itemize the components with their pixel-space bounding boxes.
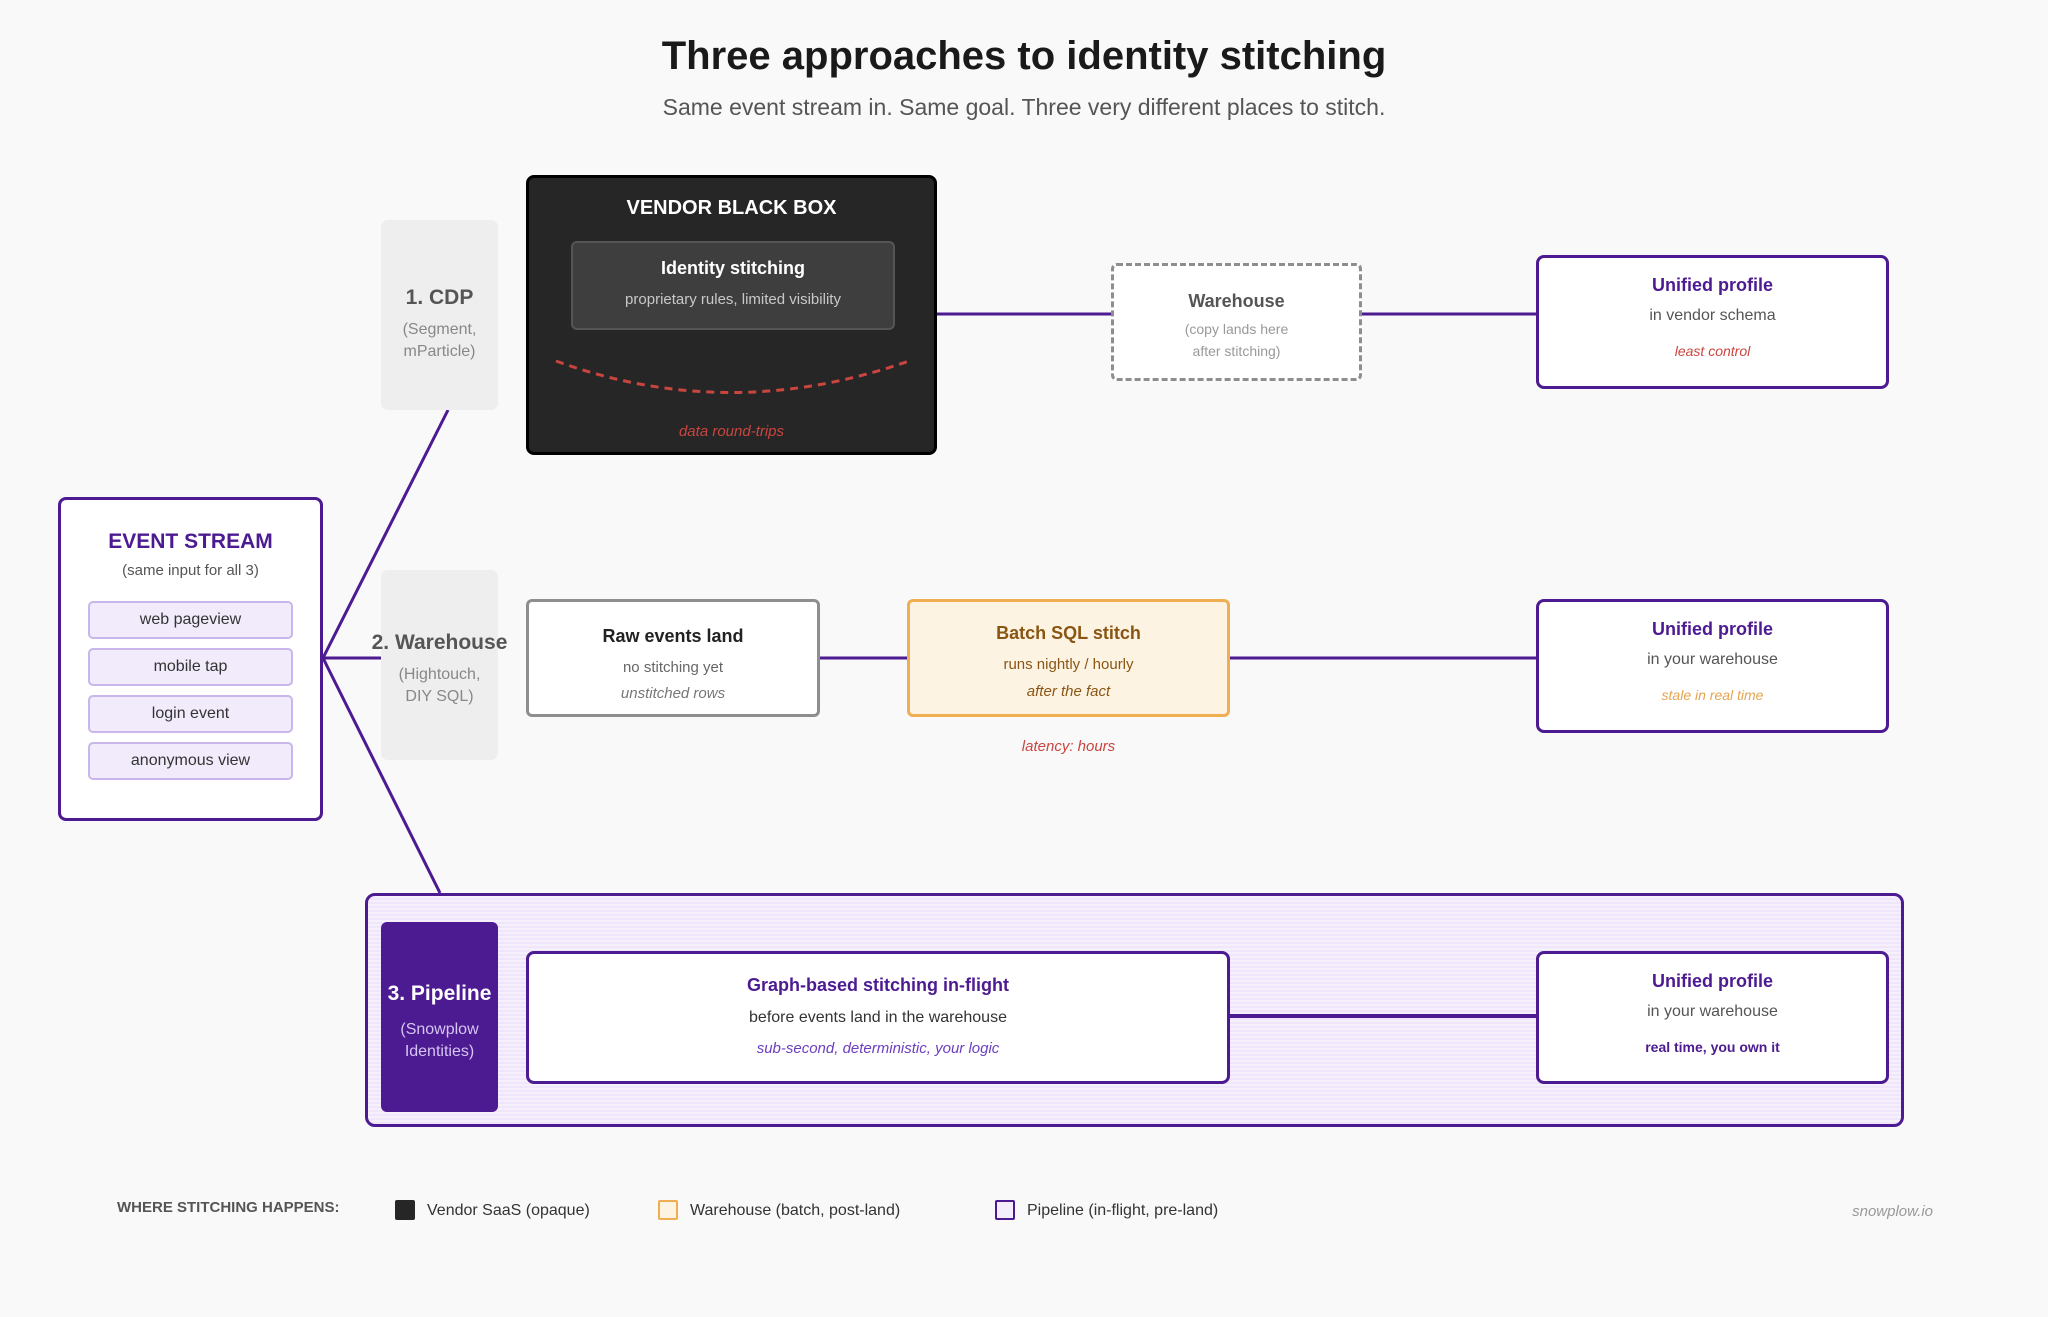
approach-warehouse-label: 2. Warehouse: [371, 631, 508, 654]
warehouse-copy-title: Warehouse: [1188, 291, 1285, 311]
graph-stitching-title: Graph-based stitching in-flight: [747, 975, 1009, 995]
vendor-identity-stitching: Identity stitching proprietary rules, li…: [571, 241, 895, 330]
round-trip-curve: [555, 359, 910, 394]
approach-pipeline-tag: 3. Pipeline (Snowplow Identities): [381, 922, 498, 1112]
legend-label: WHERE STITCHING HAPPENS:: [117, 1199, 340, 1216]
legend-item-vendor: Vendor SaaS (opaque): [427, 1202, 590, 1219]
latency-note: latency: hours: [1021, 738, 1116, 755]
approach-pipeline-label: 3. Pipeline: [387, 982, 492, 1005]
approach-pipeline-examples: (Snowplow Identities): [400, 1021, 479, 1060]
approach-cdp-tag: 1. CDP (Segment, mParticle): [381, 220, 498, 410]
vendor-box-title: VENDOR BLACK BOX: [626, 197, 837, 219]
profile-subtitle: in vendor schema: [1649, 307, 1776, 324]
profile-note: stale in real time: [1661, 687, 1764, 703]
event-stream-panel: EVENT STREAM (same input for all 3) web …: [58, 497, 323, 821]
profile-cdp: Unified profile in vendor schema least c…: [1536, 255, 1889, 389]
legend-swatch-pipeline: [995, 1200, 1015, 1220]
legend-swatch-warehouse: [658, 1200, 678, 1220]
profile-note: real time, you own it: [1645, 1039, 1780, 1055]
raw-events-note: unstitched rows: [620, 685, 726, 702]
raw-events-box: Raw events land no stitching yet unstitc…: [526, 599, 820, 717]
raw-events-title: Raw events land: [602, 626, 744, 646]
profile-pipeline: Unified profile in your warehouse real t…: [1536, 951, 1889, 1084]
event-stream-subtitle: (same input for all 3): [122, 562, 259, 579]
profile-subtitle: in your warehouse: [1647, 651, 1778, 668]
vendor-inner-title: Identity stitching: [661, 258, 805, 278]
profile-title: Unified profile: [1652, 971, 1773, 991]
event-chip: login event: [88, 695, 293, 733]
legend-item-pipeline: Pipeline (in-flight, pre-land): [1027, 1202, 1219, 1219]
legend-item-warehouse: Warehouse (batch, post-land): [690, 1202, 901, 1219]
profile-subtitle: in your warehouse: [1647, 1003, 1778, 1020]
event-chip: mobile tap: [88, 648, 293, 686]
round-trip-note: data round-trips: [678, 423, 785, 440]
connector-stream-to-cdp: [321, 409, 450, 659]
legend-swatch-vendor: [395, 1200, 415, 1220]
graph-stitching-box: Graph-based stitching in-flight before e…: [526, 951, 1230, 1084]
profile-title: Unified profile: [1652, 619, 1773, 639]
warehouse-copy-subtitle: (copy lands here after stitching): [1184, 321, 1289, 359]
page-subtitle: Same event stream in. Same goal. Three v…: [662, 94, 1386, 120]
profile-title: Unified profile: [1652, 275, 1773, 295]
approach-cdp-examples: (Segment, mParticle): [402, 321, 477, 360]
event-chip: web pageview: [88, 601, 293, 639]
batch-sql-box: Batch SQL stitch runs nightly / hourly a…: [907, 599, 1230, 717]
approach-warehouse-tag: 2. Warehouse (Hightouch, DIY SQL): [372, 570, 507, 760]
raw-events-subtitle: no stitching yet: [622, 659, 724, 676]
vendor-inner-subtitle: proprietary rules, limited visibility: [625, 291, 841, 308]
profile-warehouse: Unified profile in your warehouse stale …: [1536, 599, 1889, 733]
event-stream-title: EVENT STREAM: [108, 530, 273, 553]
connector-stream-to-pipeline: [321, 657, 442, 894]
event-chip: anonymous view: [88, 742, 293, 780]
graph-stitching-note: sub-second, deterministic, your logic: [756, 1040, 1000, 1057]
approach-warehouse-examples: (Hightouch, DIY SQL): [398, 666, 481, 705]
batch-sql-title: Batch SQL stitch: [996, 623, 1141, 643]
profile-note: least control: [1674, 343, 1751, 359]
vendor-black-box: VENDOR BLACK BOX Identity stitching prop…: [526, 175, 937, 455]
page-title: Three approaches to identity stitching: [661, 34, 1387, 78]
connector-graph-to-profile: [1230, 1014, 1536, 1018]
approach-cdp-label: 1. CDP: [405, 286, 474, 309]
graph-stitching-subtitle: before events land in the warehouse: [749, 1009, 1007, 1026]
warehouse-copy-box: Warehouse (copy lands here after stitchi…: [1111, 263, 1362, 381]
batch-sql-note: after the fact: [1026, 683, 1111, 700]
batch-sql-subtitle: runs nightly / hourly: [1003, 656, 1134, 673]
credit-text: snowplow.io: [1852, 1203, 1933, 1220]
